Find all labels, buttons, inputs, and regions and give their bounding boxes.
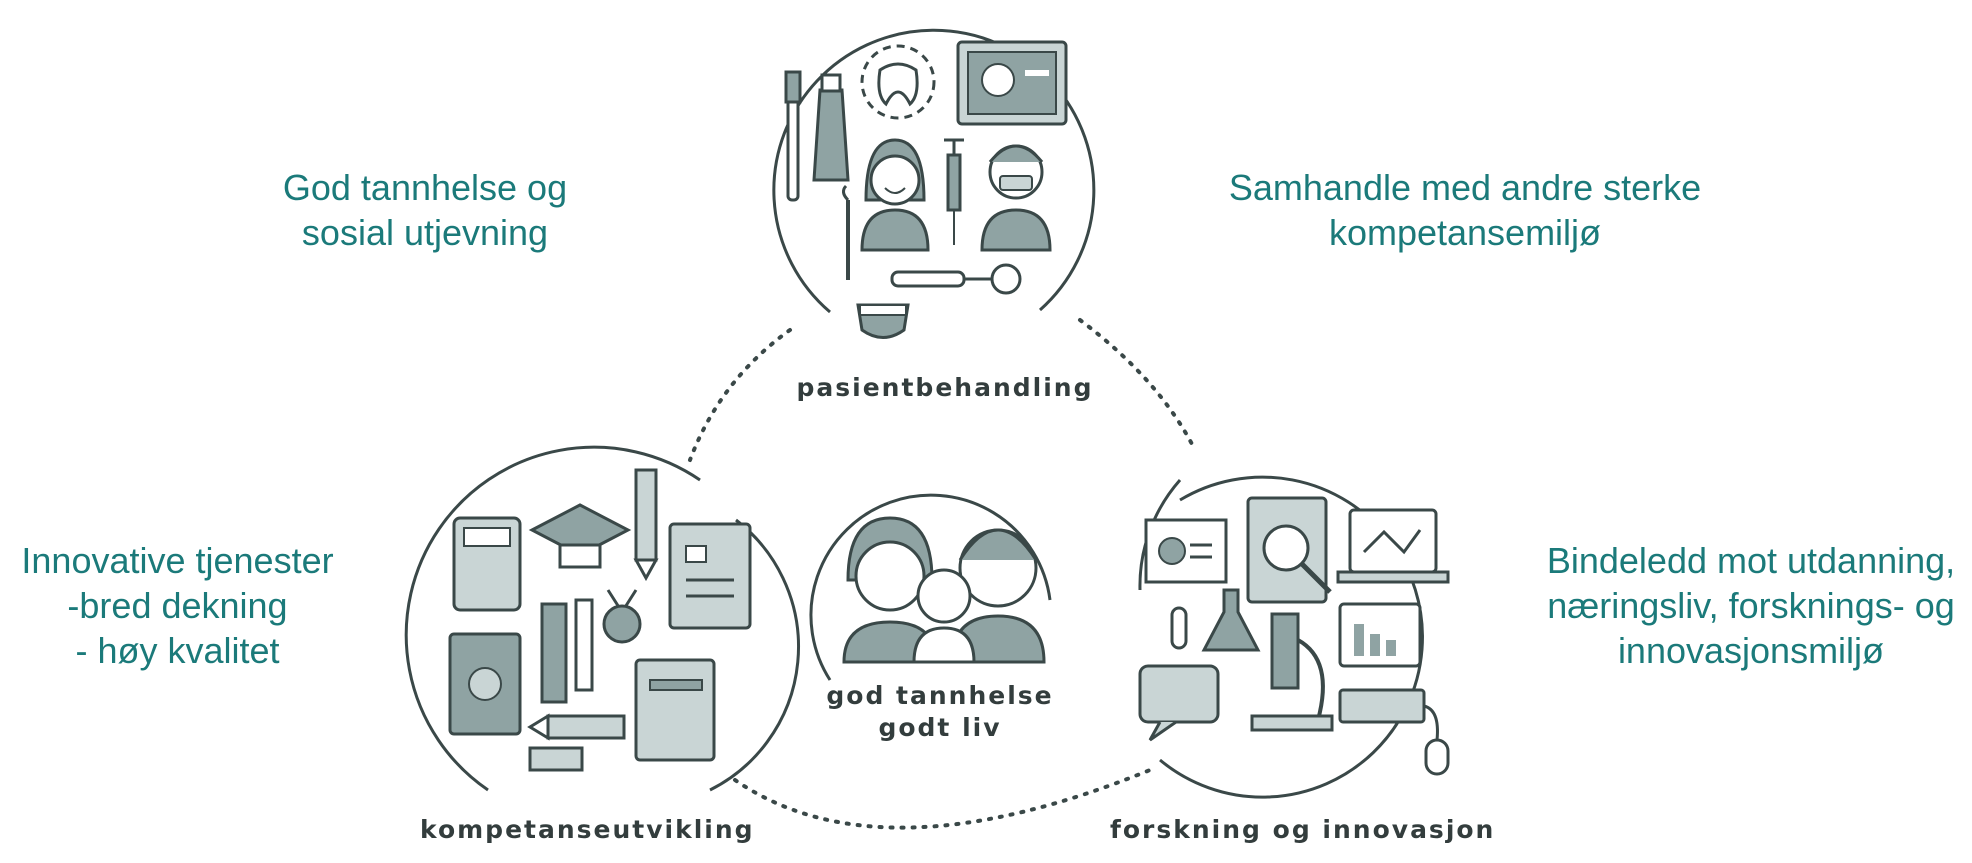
connector-top-right bbox=[1078, 318, 1197, 452]
dental-probe-icon bbox=[841, 184, 850, 280]
teeth-mold-icon bbox=[856, 303, 910, 339]
caption-center-line1: god tannhelse bbox=[826, 681, 1054, 710]
text-top-left: God tannhelse og sosial utjevning bbox=[250, 165, 600, 255]
text-bottom-left-line2: -bred dekning bbox=[67, 585, 288, 626]
syringe-icon bbox=[944, 138, 964, 245]
laptop-chart-icon bbox=[1336, 508, 1450, 584]
child-icon bbox=[912, 568, 976, 664]
calculator-icon bbox=[452, 516, 522, 612]
father-icon bbox=[950, 528, 1046, 664]
flask-icon bbox=[1201, 588, 1261, 652]
eraser-icon bbox=[528, 746, 584, 772]
xray-monitor-icon bbox=[956, 40, 1068, 126]
caption-forskning: forskning og innovasjon bbox=[1110, 815, 1496, 844]
graduation-cap-icon bbox=[528, 503, 632, 569]
patient-girl-icon bbox=[860, 138, 930, 252]
text-bottom-right-line1: Bindeledd mot utdanning, bbox=[1546, 540, 1956, 581]
connector-bottom bbox=[733, 768, 1152, 830]
ruler-icon bbox=[540, 602, 568, 704]
text-bottom-left-line3: - høy kvalitet bbox=[75, 630, 280, 671]
diploma-icon bbox=[448, 632, 522, 736]
monitor-chart-icon bbox=[1338, 602, 1422, 668]
text-top-left-line1: God tannhelse og bbox=[282, 167, 568, 208]
tooth-icon bbox=[860, 44, 936, 120]
microscope-icon bbox=[1250, 612, 1334, 732]
text-bottom-left: Innovative tjenester -bred dekning - høy… bbox=[0, 538, 355, 673]
text-bottom-right-line2: næringsliv, forsknings- og bbox=[1547, 585, 1955, 626]
toothbrush-icon bbox=[784, 70, 802, 202]
caption-center: god tannhelse godt liv bbox=[820, 680, 1060, 744]
document-icon bbox=[668, 522, 752, 630]
text-bottom-right-line3: innovasjonsmiljø bbox=[1617, 630, 1885, 671]
text-bottom-left-line1: Innovative tjenester bbox=[21, 540, 334, 581]
toothpaste-icon bbox=[812, 73, 850, 182]
paperclip-icon bbox=[1170, 606, 1188, 650]
mouse-icon bbox=[1423, 704, 1450, 776]
mother-icon bbox=[842, 516, 938, 664]
chat-bubble-icon bbox=[1138, 664, 1220, 742]
caption-pasientbehandling: pasientbehandling bbox=[796, 373, 1094, 402]
dental-mirror-icon bbox=[890, 263, 1022, 295]
text-top-left-line2: sosial utjevning bbox=[301, 212, 549, 253]
caption-center-line2: godt liv bbox=[878, 713, 1002, 742]
circle-kompetanseutvikling bbox=[404, 445, 801, 792]
circle-center-family bbox=[809, 493, 1052, 681]
caption-kompetanseutvikling: kompetanseutvikling bbox=[420, 815, 755, 844]
circle-forskning bbox=[1138, 475, 1450, 799]
connector-top-left bbox=[688, 328, 792, 462]
text-top-right-line1: Samhandle med andre sterke bbox=[1228, 167, 1702, 208]
text-top-right-line2: kompetansemiljø bbox=[1328, 212, 1602, 253]
medal-icon bbox=[602, 589, 642, 644]
crayon-icon bbox=[527, 713, 626, 741]
pencil-icon bbox=[633, 468, 659, 582]
dentist-icon bbox=[980, 144, 1052, 252]
text-bottom-right: Bindeledd mot utdanning, næringsliv, for… bbox=[1530, 538, 1972, 673]
magnifier-document-icon bbox=[1246, 496, 1332, 604]
dotted-connectors bbox=[688, 318, 1197, 830]
keyboard-icon bbox=[1338, 688, 1426, 724]
circle-pasientbehandling bbox=[772, 28, 1096, 339]
text-top-right: Samhandle med andre sterke kompetansemil… bbox=[1200, 165, 1730, 255]
book-icon bbox=[634, 658, 716, 762]
presentation-board-icon bbox=[1144, 518, 1228, 584]
pen-icon bbox=[574, 598, 594, 692]
